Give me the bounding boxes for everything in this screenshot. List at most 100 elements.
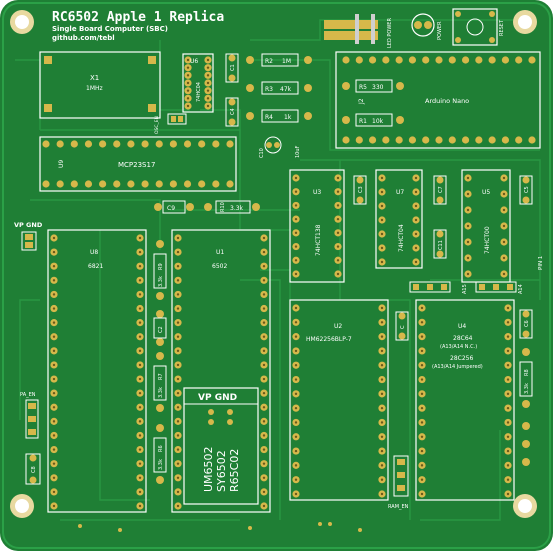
a15-jumper[interactable]: A15 <box>409 281 468 294</box>
arduino-nano-j2: J2 Arduino Nano <box>335 51 541 149</box>
pin-pad <box>342 56 350 64</box>
pin-pad <box>408 56 417 64</box>
pin-pad <box>70 140 78 148</box>
u9-label: U9 <box>58 160 65 168</box>
c11-label: C11 <box>438 240 444 250</box>
pin-pad <box>515 56 523 64</box>
pin-pad <box>212 140 220 148</box>
pin-pad <box>488 56 496 64</box>
r6-value: 3.3k <box>158 459 164 470</box>
pin-pad <box>408 136 417 144</box>
pin-pad <box>355 136 363 144</box>
pin-pad <box>435 56 443 64</box>
x1-label: X1 <box>90 74 99 82</box>
reset-button[interactable]: RESET <box>452 8 505 46</box>
u4-note1: (A13/A14 N.C.) <box>440 344 477 350</box>
chip-u3: U3 74HCT138 <box>289 169 345 283</box>
r1-label: R1 <box>359 118 367 125</box>
chip-u9: U9 MCP23S17 <box>39 136 237 192</box>
r5-value: 330 <box>372 84 384 91</box>
r4-label: R4 <box>265 114 273 121</box>
pin-pad <box>461 56 470 64</box>
pin-pad <box>395 136 403 144</box>
u3-label: U3 <box>313 189 321 196</box>
pin-pad <box>42 180 50 188</box>
ram-en-label: RAM_EN <box>388 504 409 510</box>
x1-value: 1MHz <box>86 85 103 92</box>
crystal-x1: X1 1MHz <box>39 51 161 119</box>
r9-value: 3.3k <box>158 276 164 287</box>
cap-c5: C5 <box>519 175 533 205</box>
pin-pad <box>84 180 93 188</box>
c4-label: C4 <box>230 108 236 115</box>
u1-label: U1 <box>216 249 224 256</box>
u5-value: 74HCT00 <box>484 226 491 254</box>
pin-pad <box>84 140 93 148</box>
c8-label: C8 <box>31 466 37 473</box>
arduino-label: Arduino Nano <box>425 97 469 105</box>
pa-en-jumper[interactable]: PA_EN <box>20 392 39 439</box>
r3-label: R3 <box>265 86 273 93</box>
chip-u4: U4 28C64 (A13/A14 N.C.) 28C256 (A13/A14 … <box>415 299 515 501</box>
pin-pad <box>475 136 483 144</box>
cap-c7: C7 <box>433 175 447 205</box>
pin-pad <box>382 56 390 64</box>
u2-label: U2 <box>334 323 342 330</box>
cap-c-u2: C <box>395 311 409 341</box>
pin-pad <box>382 136 390 144</box>
pin-pad <box>198 180 206 188</box>
u5-label: U5 <box>482 189 490 196</box>
pin-pad <box>56 180 64 188</box>
u6-label: U6 <box>190 58 198 65</box>
pin-pad <box>99 180 107 188</box>
pin-pad <box>141 140 149 148</box>
a14-label: A14 <box>518 284 524 294</box>
pin-pad <box>448 56 456 64</box>
ram-en-jumper[interactable]: RAM_EN <box>388 455 409 510</box>
bottom-vias <box>78 522 362 532</box>
pin-pad <box>155 180 163 188</box>
r6-label: R6 <box>158 445 164 452</box>
a15-label: A15 <box>462 284 468 294</box>
resistor-r2: R2 1M <box>246 53 312 67</box>
r2-label: R2 <box>265 58 273 65</box>
cap-c11: C11 <box>433 229 447 259</box>
resistor-r6: R6 3.3k <box>153 424 167 484</box>
pin-pad <box>226 140 234 148</box>
u7-label: U7 <box>396 189 404 196</box>
cpu-variant-2: SY6502 <box>215 450 228 492</box>
pin-pad <box>528 56 536 64</box>
osc-en-jumper[interactable]: OSC_EN <box>154 113 187 134</box>
u8-value: 6821 <box>88 263 103 270</box>
led-power-label: LED POWER <box>387 18 393 48</box>
c2-label: C2 <box>158 326 164 333</box>
pin-pad <box>127 140 135 148</box>
r1-value: 10k <box>372 118 384 125</box>
pin-pad <box>355 56 363 64</box>
chip-u5: U5 74HCT00 <box>461 169 511 283</box>
board-title: RC6502 Apple 1 Replica <box>52 10 224 25</box>
pin-pad <box>70 180 78 188</box>
mounting-holes <box>10 10 537 518</box>
a14-jumper[interactable]: A14 <box>475 281 524 294</box>
pin-pad <box>212 180 220 188</box>
pin-pad <box>422 136 430 144</box>
r10-label: R10 <box>220 202 226 212</box>
board-edge <box>2 2 551 549</box>
chip-u2: U2 HM62256BLP-7 <box>289 299 389 501</box>
u7-value: 74HCT04 <box>398 224 405 252</box>
r2-value: 1M <box>282 58 291 65</box>
power-label: POWER <box>437 21 443 40</box>
c1-label: C1 <box>230 64 236 71</box>
pin-pad <box>435 136 443 144</box>
vp-gnd-left-label: VP GND <box>14 221 43 229</box>
pin-pad <box>226 180 234 188</box>
pin-pad <box>42 140 50 148</box>
pin-pad <box>141 180 149 188</box>
c6-label: C6 <box>524 320 530 327</box>
resistor-r3: R3 47k <box>246 81 312 95</box>
osc-en-label: OSC_EN <box>154 116 160 134</box>
u4-value1: 28C64 <box>453 335 473 342</box>
pin-pad <box>183 180 192 188</box>
chip-u8: U8 6821 <box>47 229 147 513</box>
